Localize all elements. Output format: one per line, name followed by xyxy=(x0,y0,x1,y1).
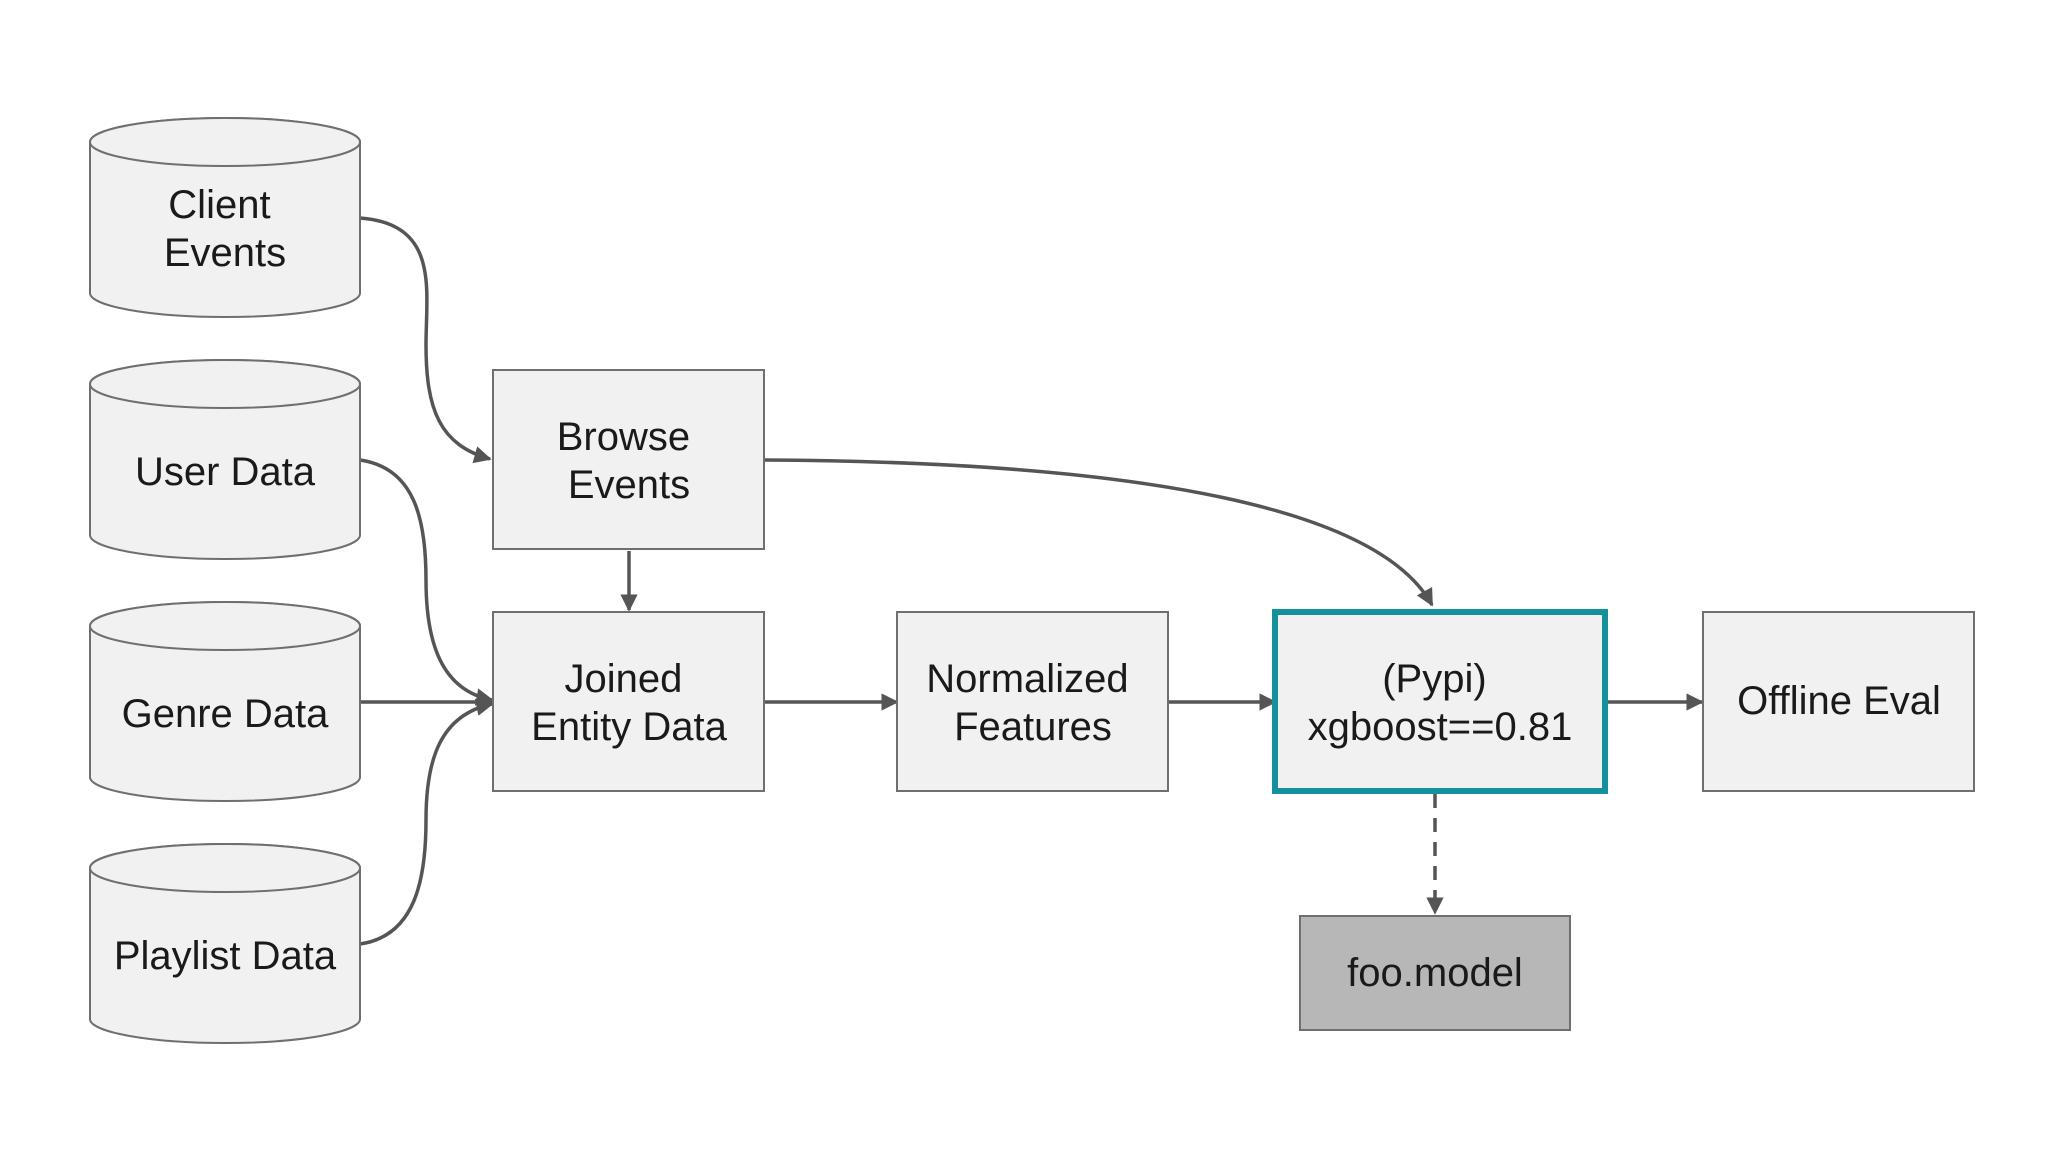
source-label: Client Events xyxy=(164,183,286,275)
node-label: Normalized Features xyxy=(926,657,1139,749)
source-user-data: User Data xyxy=(89,359,361,560)
node-label: (Pypi) xgboost==0.81 xyxy=(1308,657,1573,749)
source-label-line: User Data xyxy=(135,450,316,494)
source-label-line: Events xyxy=(164,231,286,275)
node-label-line: xgboost==0.81 xyxy=(1308,705,1573,749)
node-offline-eval: Offline Eval xyxy=(1702,611,1975,792)
node-label-line: Events xyxy=(568,463,690,507)
cylinder-top xyxy=(89,843,361,893)
node-foo-model: foo.model xyxy=(1299,915,1571,1031)
node-label: Offline Eval xyxy=(1737,679,1941,723)
source-label-line: Genre Data xyxy=(122,692,330,736)
node-label-line: Browse xyxy=(557,415,690,459)
source-label: User Data xyxy=(135,450,316,494)
node-box xyxy=(896,611,1169,792)
edges xyxy=(359,216,1704,946)
node-box-highlighted xyxy=(1272,609,1608,794)
node-box xyxy=(492,611,765,792)
node-joined-entity-data: Joined Entity Data xyxy=(492,611,765,792)
node-label: Browse Events xyxy=(557,415,702,507)
source-client-events: Client Events xyxy=(89,117,361,318)
edge-browse-events-to-xgboost xyxy=(763,458,1434,607)
cylinder-top xyxy=(89,117,361,167)
cylinder-top xyxy=(89,359,361,409)
node-label: Joined Entity Data xyxy=(531,657,727,749)
node-box xyxy=(492,369,765,550)
source-label-line: Playlist Data xyxy=(114,934,337,978)
node-browse-events: Browse Events xyxy=(492,369,765,550)
edge-client-events-to-browse-events xyxy=(359,216,492,464)
source-playlist-data: Playlist Data xyxy=(89,843,361,1044)
source-label: Playlist Data xyxy=(114,934,337,978)
edge-playlist-data-to-joined-entity-data xyxy=(359,698,494,946)
source-genre-data: Genre Data xyxy=(89,601,361,802)
source-label-line: Client xyxy=(168,183,270,227)
artifact-box xyxy=(1299,915,1571,1031)
node-label-line: Offline Eval xyxy=(1737,679,1941,723)
node-label-line: Normalized xyxy=(926,657,1128,701)
node-xgboost: (Pypi) xgboost==0.81 xyxy=(1272,609,1608,794)
cylinder-top xyxy=(89,601,361,651)
node-box xyxy=(1702,611,1975,792)
node-normalized-features: Normalized Features xyxy=(896,611,1169,792)
node-label: foo.model xyxy=(1347,951,1523,995)
node-label-line: Joined xyxy=(565,657,683,701)
node-label-line: Features xyxy=(954,705,1112,749)
node-label-line: foo.model xyxy=(1347,951,1523,995)
node-label-line: Entity Data xyxy=(531,705,727,749)
node-label-line: (Pypi) xyxy=(1382,657,1486,701)
edge-user-data-to-joined-entity-data xyxy=(359,458,494,706)
source-label: Genre Data xyxy=(122,692,330,736)
